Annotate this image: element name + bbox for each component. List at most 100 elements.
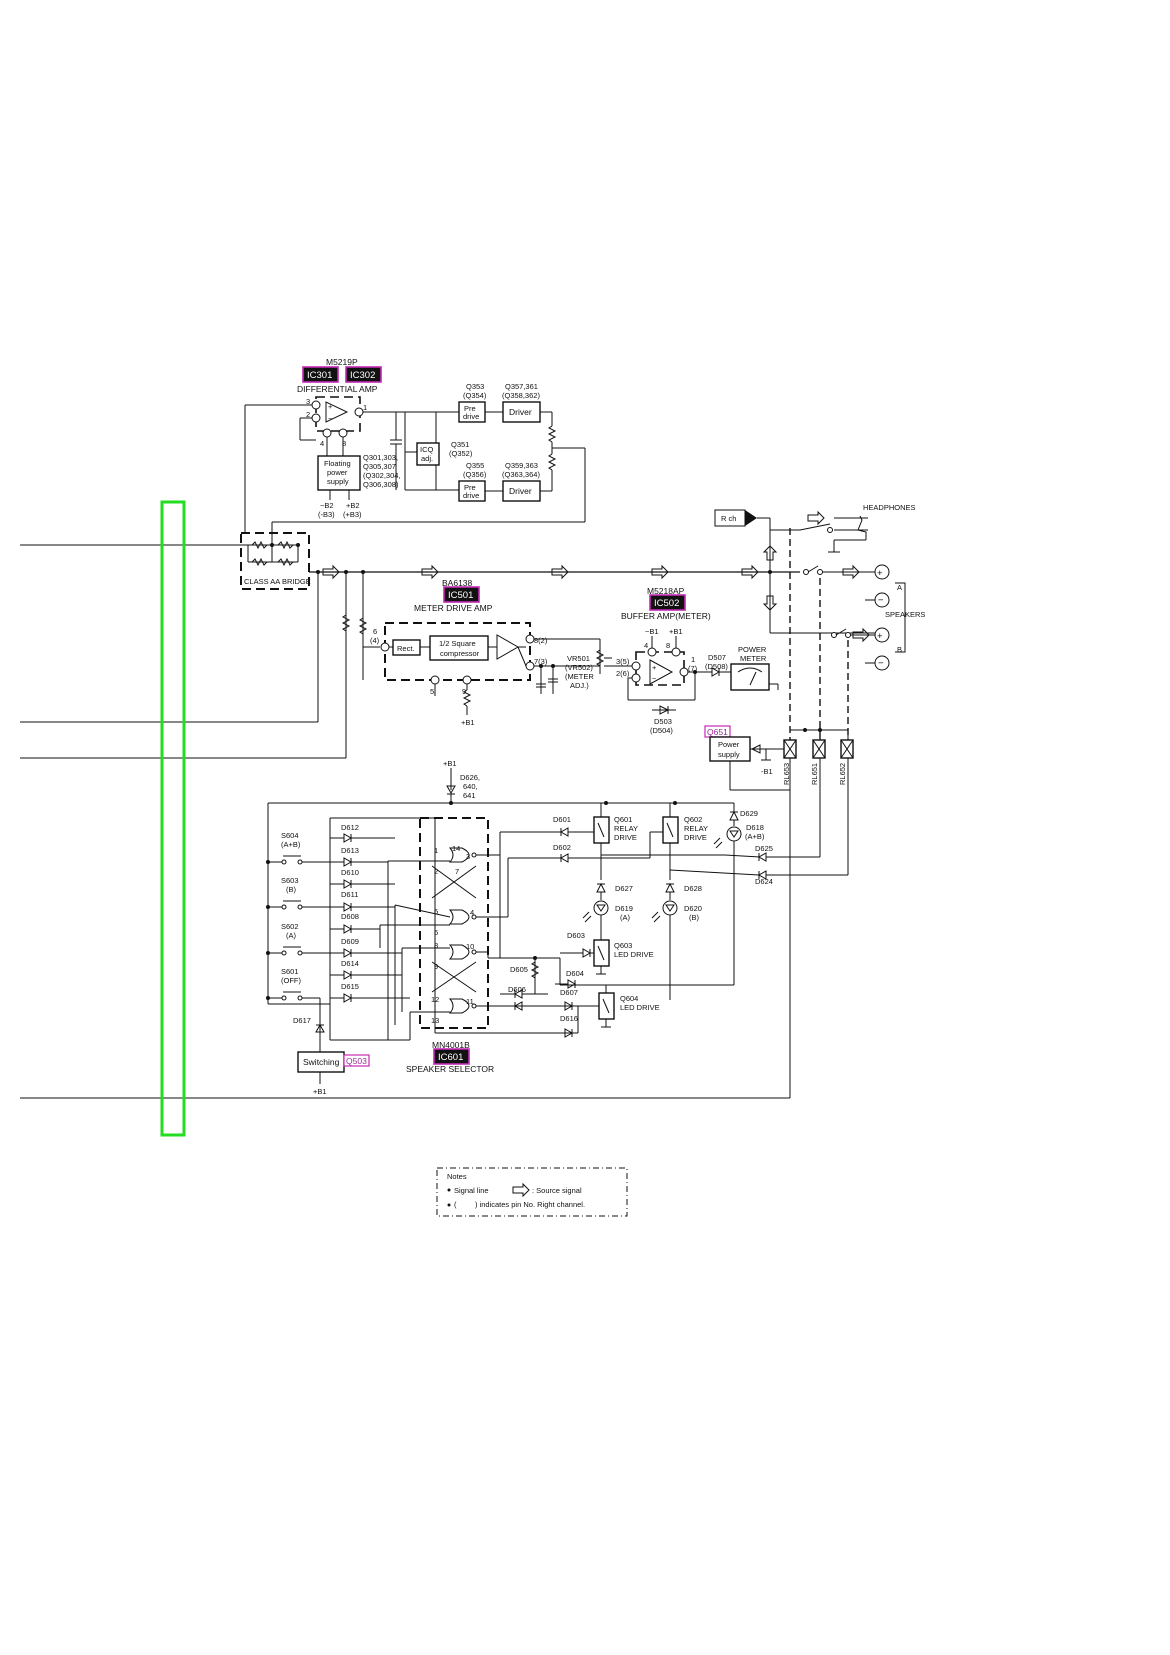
svg-text:4: 4 xyxy=(470,908,474,917)
svg-text:+B1: +B1 xyxy=(461,718,475,727)
svg-text:D605: D605 xyxy=(510,965,528,974)
svg-text:13: 13 xyxy=(431,1016,439,1025)
svg-text:D626,: D626, xyxy=(460,773,480,782)
svg-text:VR501: VR501 xyxy=(567,654,590,663)
svg-text:B: B xyxy=(897,645,902,654)
meter-drive-amp-section: BA6138 IC501 METER DRIVE AMP 6 (4) Rect.… xyxy=(370,578,612,727)
q651-tag[interactable]: Q651 xyxy=(707,727,728,737)
ic601-tag[interactable]: IC601 xyxy=(438,1052,463,1063)
svg-text:4: 4 xyxy=(644,641,648,650)
ic301-tag[interactable]: IC301 xyxy=(307,370,332,381)
pin-3: 3 xyxy=(306,397,310,406)
svg-text:ADJ.): ADJ.) xyxy=(570,681,589,690)
svg-text:D617: D617 xyxy=(293,1016,311,1025)
svg-text:POWER: POWER xyxy=(738,645,767,654)
svg-text:D627: D627 xyxy=(615,884,633,893)
svg-text:Q351: Q351 xyxy=(451,440,469,449)
svg-text:SPEAKER SELECTOR: SPEAKER SELECTOR xyxy=(406,1064,494,1074)
svg-text:: Source signal: : Source signal xyxy=(532,1186,582,1195)
svg-text:(D504): (D504) xyxy=(650,726,673,735)
svg-text:Power: Power xyxy=(718,740,740,749)
svg-text:8: 8 xyxy=(666,641,670,650)
highlight-box[interactable] xyxy=(160,500,186,1137)
svg-text:(Q352): (Q352) xyxy=(449,449,473,458)
svg-text:RELAY: RELAY xyxy=(684,824,708,833)
svg-text:Driver: Driver xyxy=(509,407,532,417)
ic501-tag[interactable]: IC501 xyxy=(448,590,473,601)
svg-text:Signal line: Signal line xyxy=(454,1186,489,1195)
svg-text:D601: D601 xyxy=(553,815,571,824)
svg-text:(Q354): (Q354) xyxy=(463,391,487,400)
differential-amp-section: M5219P IC301 IC302 DIFFERENTIAL AMP + − … xyxy=(244,357,586,533)
pin-1: 1 xyxy=(363,403,367,412)
svg-text:S601: S601 xyxy=(281,967,299,976)
headphones-label: HEADPHONES xyxy=(863,503,916,512)
svg-text:D606: D606 xyxy=(508,985,526,994)
svg-text:(: ( xyxy=(454,1200,457,1209)
svg-text:D615: D615 xyxy=(341,982,359,991)
switch-s604[interactable]: S604 (A+B) xyxy=(268,831,330,865)
svg-text:3: 3 xyxy=(466,852,470,861)
svg-text:D620: D620 xyxy=(684,904,702,913)
ic502-tag[interactable]: IC502 xyxy=(654,598,679,609)
svg-text:ICQ: ICQ xyxy=(420,445,434,454)
svg-text:D628: D628 xyxy=(684,884,702,893)
svg-text:RL653: RL653 xyxy=(782,763,791,785)
svg-text:D603: D603 xyxy=(567,931,585,940)
svg-text:−B2: −B2 xyxy=(320,501,334,510)
svg-text:3(5): 3(5) xyxy=(616,657,630,666)
svg-text:(OFF): (OFF) xyxy=(281,976,301,985)
svg-text:+B1: +B1 xyxy=(313,1087,327,1096)
svg-text:D624: D624 xyxy=(755,877,773,886)
svg-text:D604: D604 xyxy=(566,969,584,978)
svg-text:+: + xyxy=(328,402,333,411)
class-aa-bridge: CLASS AA BRIDGE xyxy=(240,522,318,590)
switch-s601[interactable]: S601 (OFF) xyxy=(268,967,320,1001)
svg-text:D612: D612 xyxy=(341,823,359,832)
svg-text:supply: supply xyxy=(327,477,349,486)
pin-2: 2 xyxy=(306,410,310,419)
svg-text:(Q363,364): (Q363,364) xyxy=(502,470,540,479)
svg-text:Q359,363: Q359,363 xyxy=(505,461,538,470)
svg-text:2: 2 xyxy=(434,867,438,876)
svg-text:(A): (A) xyxy=(286,931,297,940)
svg-text:6: 6 xyxy=(373,627,377,636)
svg-text:compressor: compressor xyxy=(440,649,480,658)
floating-power-supply-block xyxy=(317,455,361,491)
svg-text:−: − xyxy=(878,658,884,669)
svg-text:(VR502): (VR502) xyxy=(565,663,593,672)
svg-text:METER DRIVE AMP: METER DRIVE AMP xyxy=(414,603,493,613)
svg-text:14: 14 xyxy=(452,844,460,853)
svg-text:RELAY: RELAY xyxy=(614,824,638,833)
svg-text:S603: S603 xyxy=(281,876,299,885)
svg-text:(4): (4) xyxy=(370,636,380,645)
svg-text:(B): (B) xyxy=(689,913,700,922)
svg-text:(+B3): (+B3) xyxy=(343,510,362,519)
svg-text:D614: D614 xyxy=(341,959,359,968)
svg-text:Q306,308): Q306,308) xyxy=(363,480,399,489)
switch-s602[interactable]: S602 (A) xyxy=(268,922,330,956)
svg-text:10: 10 xyxy=(466,942,474,951)
speaker-selector-section: +B1 D626, 640, 641 1 2 14 xyxy=(266,759,848,1096)
svg-text:1/2 Square: 1/2 Square xyxy=(439,639,476,648)
switch-s603[interactable]: S603 (B) xyxy=(268,876,330,910)
svg-text:(D508): (D508) xyxy=(705,662,728,671)
svg-text:12: 12 xyxy=(431,995,439,1004)
svg-text:RL652: RL652 xyxy=(838,763,847,785)
pin-4: 4 xyxy=(320,439,324,448)
svg-text:Switching: Switching xyxy=(303,1057,340,1067)
svg-text:D611: D611 xyxy=(341,890,358,899)
class-aa-bridge-label: CLASS AA BRIDGE xyxy=(244,577,311,586)
svg-text:+B2: +B2 xyxy=(346,501,360,510)
svg-text:D602: D602 xyxy=(553,843,571,852)
svg-text:R ch: R ch xyxy=(721,514,736,523)
q503-tag[interactable]: Q503 xyxy=(346,1056,367,1066)
svg-text:+B1: +B1 xyxy=(443,759,457,768)
svg-text:RL651: RL651 xyxy=(810,763,819,785)
svg-text:D625: D625 xyxy=(755,844,773,853)
svg-text:D507: D507 xyxy=(708,653,726,662)
svg-text:Q603: Q603 xyxy=(614,941,632,950)
svg-text:−: − xyxy=(328,414,333,423)
ic302-tag[interactable]: IC302 xyxy=(350,370,375,381)
svg-text:DRIVE: DRIVE xyxy=(614,833,637,842)
